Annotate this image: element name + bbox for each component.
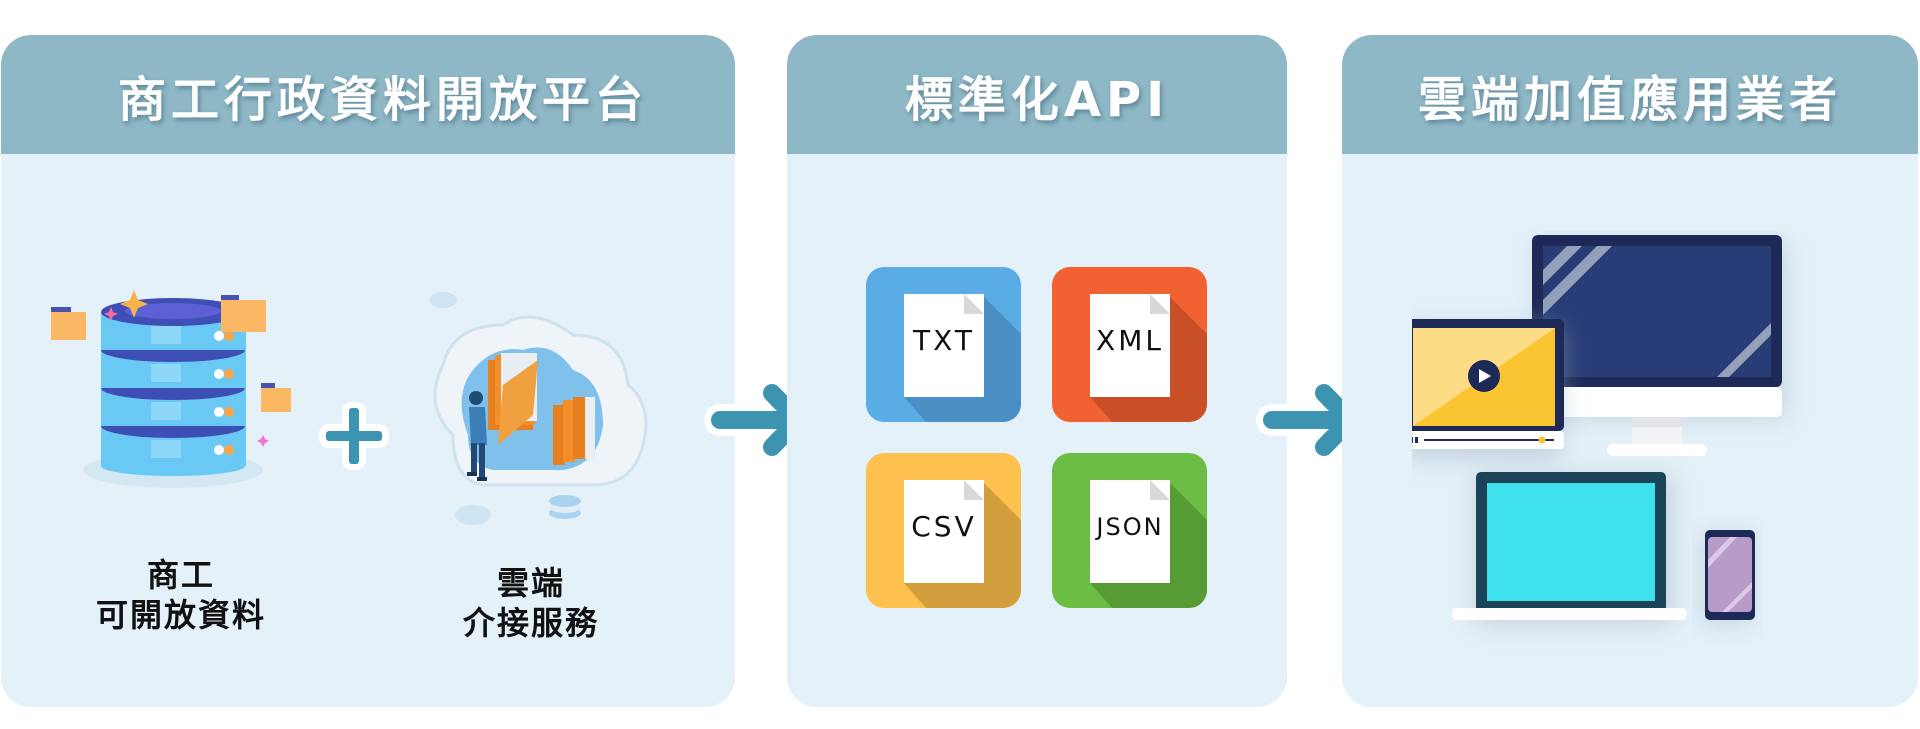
file-icon: JSON bbox=[1090, 480, 1170, 583]
desktop-monitor-icon bbox=[1532, 235, 1787, 456]
panel-title: 雲端加值應用業者 bbox=[1417, 71, 1842, 128]
panel-standard-api: 標準化API TXT XML CSV JSON bbox=[787, 35, 1287, 707]
laptop-icon bbox=[1452, 472, 1687, 625]
format-tile-xml: XML bbox=[1052, 267, 1207, 422]
file-icon: CSV bbox=[904, 480, 984, 583]
devices-illustration bbox=[1412, 235, 1787, 625]
panel-cloud-value-added: 雲端加值應用業者 bbox=[1342, 35, 1918, 707]
panel-header: 雲端加值應用業者 bbox=[1342, 35, 1918, 154]
panel-open-data-platform: 商工行政資料開放平台 bbox=[1, 35, 735, 707]
panel-title: 商工行政資料開放平台 bbox=[117, 71, 648, 128]
format-label: XML bbox=[1096, 324, 1164, 357]
folder-icon bbox=[51, 307, 86, 340]
caption-line: 介接服務 bbox=[462, 604, 599, 642]
folder-icon bbox=[261, 383, 291, 412]
caption-open-data: 商工 可開放資料 bbox=[61, 555, 301, 635]
plus-icon bbox=[319, 402, 389, 470]
video-player-icon bbox=[1412, 319, 1564, 460]
caption-line: 商工 bbox=[146, 556, 215, 594]
folder-icon bbox=[221, 295, 266, 332]
format-tile-txt: TXT bbox=[866, 267, 1021, 422]
format-label: CSV bbox=[911, 510, 977, 543]
format-label: JSON bbox=[1096, 513, 1164, 541]
database-stack bbox=[101, 298, 246, 476]
cloud-folders-icon bbox=[429, 292, 648, 525]
file-icon: TXT bbox=[904, 294, 984, 397]
caption-line: 可開放資料 bbox=[95, 596, 266, 634]
format-tile-csv: CSV bbox=[866, 453, 1021, 608]
file-icon: XML bbox=[1090, 294, 1170, 397]
panel-header: 商工行政資料開放平台 bbox=[1, 35, 735, 154]
caption-line: 雲端 bbox=[496, 564, 565, 602]
panel-header: 標準化API bbox=[787, 35, 1287, 154]
database-icon bbox=[51, 290, 291, 488]
person-figure bbox=[467, 391, 487, 481]
caption-cloud-service: 雲端 介接服務 bbox=[411, 563, 651, 643]
format-label: TXT bbox=[913, 324, 975, 357]
panel-title: 標準化API bbox=[904, 71, 1170, 128]
smartphone-icon bbox=[1702, 530, 1755, 624]
format-tile-json: JSON bbox=[1052, 453, 1207, 608]
file-folders bbox=[488, 353, 595, 465]
